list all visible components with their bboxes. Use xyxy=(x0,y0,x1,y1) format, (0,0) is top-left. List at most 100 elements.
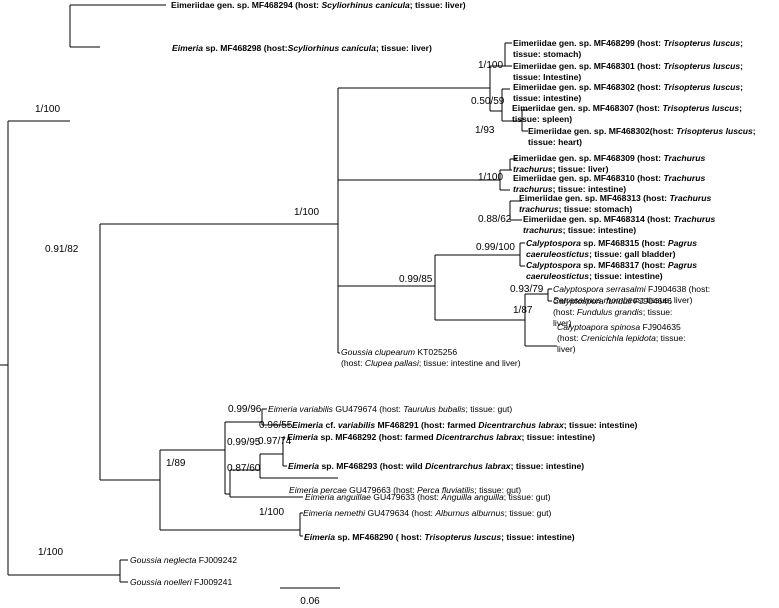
taxon-label-part: ; tissue: intestine) xyxy=(553,184,627,194)
taxon-label-part: ; tissue: gall bladder) xyxy=(589,249,676,259)
taxon-label-part: ; tissue: intestine and liver) xyxy=(419,358,521,368)
taxon-label: Eimeria variabilis GU479674 (host: Tauru… xyxy=(268,404,512,414)
taxon-label-part: GU479633 (host: xyxy=(371,492,441,502)
support-value: 1/89 xyxy=(166,458,186,469)
taxon-label-part: Fundulus grandis xyxy=(577,307,644,317)
taxon-label-part: Trisopterus luscus xyxy=(676,126,753,136)
taxon-label-part: Trachurus xyxy=(669,193,711,203)
taxon-label-part: ; tissue: stomach) xyxy=(559,204,633,214)
taxon-label-part: (host: xyxy=(341,358,365,368)
support-value: 1/100 xyxy=(35,104,60,115)
taxon-label-part: sp. MF468315 (host: xyxy=(581,238,668,248)
taxon-label-part: ; xyxy=(753,126,756,136)
taxon-label-part: Eimeria xyxy=(292,420,323,430)
taxon-label-part: ; tissue: intestine) xyxy=(563,225,637,235)
support-value: 1/93 xyxy=(475,125,495,136)
taxon-label-part: Trisopterus luscus xyxy=(424,532,501,542)
taxon-label-part: ; tissue: liver) xyxy=(553,164,609,174)
taxon-label-part: ; tissue: liver) xyxy=(376,43,432,53)
taxon-label-part: Eimeria percae xyxy=(289,485,347,495)
support-value: 0.93/79 xyxy=(510,284,544,295)
taxon-label: Eimeriidae gen. sp. MF468301 (host: Tris… xyxy=(513,61,743,82)
taxon-label-part: cf. xyxy=(323,420,338,430)
taxon-label-part: Eimeriidae gen. sp. MF468294 (host: xyxy=(171,0,321,10)
taxon-label-part: Trachurus xyxy=(663,173,705,183)
taxon-label-part: Alburnus alburnus xyxy=(434,508,505,518)
taxon-label-part: GU479663 (host: xyxy=(347,485,417,495)
support-value: 0.97/74 xyxy=(258,436,292,447)
taxon-label-part: Trisopterus luscus xyxy=(663,38,740,48)
taxon-label-part: GU479634 (host: xyxy=(365,508,435,518)
support-value: 1/100 xyxy=(478,60,503,71)
taxon-label-part: Scyliorhinus canicula xyxy=(321,0,410,10)
taxon-label: Eimeria sp. MF468292 (host: farmed Dicen… xyxy=(287,432,595,442)
taxon-label-part: ; tissue: liver) xyxy=(642,295,693,305)
taxon-label-part: tissue: stomach) xyxy=(513,49,581,59)
taxon-label-part: trachurus xyxy=(519,204,559,214)
taxon-label-part: ; tissue: liver) xyxy=(410,0,466,10)
support-value: 0.99/100 xyxy=(476,242,515,253)
support-value: 0.96/55 xyxy=(259,420,293,431)
taxon-label-part: Eimeriidae gen. sp. MF468313 (host: xyxy=(519,193,669,203)
taxon-label-part: Clupea pallasi xyxy=(365,358,420,368)
taxon-label-part: ; tissue: intestine) xyxy=(589,271,663,281)
taxon-label: Eimeria sp. MF468290 ( host: Trisopterus… xyxy=(304,532,575,542)
taxon-label-part: ; xyxy=(740,61,743,71)
taxon-label-part: Trisopterus luscus xyxy=(662,103,739,113)
taxon-label: Goussia neglecta FJ009242 xyxy=(130,555,237,565)
taxon-label: Eimeriidae gen. sp. MF468310 (host: Trac… xyxy=(513,173,706,194)
taxon-label-part: ; tissue: intestine) xyxy=(522,432,596,442)
taxon-label-part: Eimeria nemethi xyxy=(303,508,366,518)
taxon-label-part: liver) xyxy=(557,344,576,354)
support-value: 1/100 xyxy=(259,507,284,518)
taxon-label-part: tissue: heart) xyxy=(528,137,582,147)
taxon-label-part: Calyptoapora spinosa xyxy=(557,322,640,332)
support-values: 1/100 0.91/82 1/100 1/100 0.50/59 1/93 1/100 0.… xyxy=(35,60,544,558)
taxon-label-part: Pagrus xyxy=(668,260,697,270)
taxon-label-part: Trachurus xyxy=(673,214,715,224)
taxon-label-part: tissue: Intestine) xyxy=(513,72,581,82)
taxon-label-part: Calyptospora funduli xyxy=(553,296,632,306)
taxon-label-part: Eimeriidae gen. sp. MF468309 (host: xyxy=(513,153,663,163)
taxon-label-part: Eimeriidae gen. sp. MF468299 (host: xyxy=(513,38,663,48)
support-value: 1/100 xyxy=(294,207,319,218)
taxon-label-part: FJ009241 xyxy=(192,577,233,587)
taxon-label-part: Dicentrarchus labrax xyxy=(425,461,512,471)
taxon-label-part: sp. MF468293 (host: wild xyxy=(319,461,425,471)
taxon-label-part: Anguilla anguilla xyxy=(440,492,504,502)
taxon-label-part: Serrasalmus rhombeus xyxy=(553,295,643,305)
taxon-label-part: Goussia neglecta xyxy=(130,555,197,565)
taxon-label-part: Eimeriidae gen. sp. MF468310 (host: xyxy=(513,173,663,183)
taxon-label-part: ; xyxy=(739,103,742,113)
taxon-label-part: Scyliorhinus canicula xyxy=(288,43,377,53)
taxon-label-part: Eimeria xyxy=(287,432,318,442)
taxon-label: Calyptospora funduli FJ904646(host: Fund… xyxy=(553,296,672,328)
taxon-label-part: ; tissue: xyxy=(643,307,673,317)
support-value: 0.91/82 xyxy=(45,244,79,255)
taxon-label: Goussia clupearum KT025256(host: Clupea … xyxy=(341,347,521,368)
taxon-label-part: ; tissue: xyxy=(656,333,686,343)
taxon-label-part: sp. MF468317 (host: xyxy=(581,260,668,270)
taxon-label: Eimeriidae gen. sp. MF468302 (host: Tris… xyxy=(513,82,743,103)
taxon-label: Eimeriidae gen. sp. MF468313 (host: Trac… xyxy=(519,193,712,214)
taxon-label-part: liver) xyxy=(553,318,572,328)
taxon-label-part: tissue: intestine) xyxy=(513,93,581,103)
taxon-label-part: Eimeria xyxy=(172,43,203,53)
taxon-label-part: GU479674 (host: xyxy=(333,404,403,414)
taxon-label-part: ; tissue: intestine) xyxy=(511,461,585,471)
taxon-label-part: ; tissue: gut) xyxy=(504,492,551,502)
taxon-label-part: caeruleostictus xyxy=(526,271,589,281)
taxon-label-part: Calyptospora xyxy=(526,238,581,248)
taxon-label: Eimeria percae GU479663 (host: Perca flu… xyxy=(289,485,521,495)
taxon-label: Eimeriidae gen. sp. MF468307 (host: Tris… xyxy=(512,103,742,124)
support-value: 1/100 xyxy=(38,547,63,558)
taxon-label-part: Dicentrarchus labrax xyxy=(436,432,523,442)
taxon-labels: Eimeriidae gen. sp. MF468294 (host: Scyl… xyxy=(130,0,756,587)
taxon-label: Eimeria sp. MF468298 (host:Scyliorhinus … xyxy=(172,43,432,53)
taxon-label-part: FJ904635 xyxy=(640,322,681,332)
taxon-label-part: FJ904646 xyxy=(631,296,672,306)
support-value: 0.50/59 xyxy=(471,96,505,107)
